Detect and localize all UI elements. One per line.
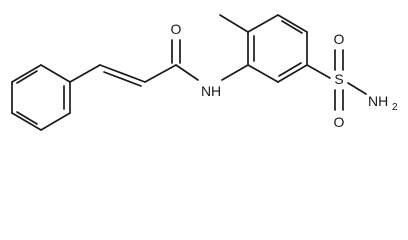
methyl-bond xyxy=(219,14,249,33)
sulfonamide-subscript-label: 2 xyxy=(392,102,398,113)
nitrogen-to-ring-bond xyxy=(221,64,249,81)
sulfur-to-nitrogen-bond xyxy=(347,82,367,95)
ring2-bond-6 xyxy=(247,64,279,83)
ring2-bond-5 xyxy=(277,64,308,83)
carbonyl-group: O xyxy=(171,21,182,64)
phenyl-bond-3 xyxy=(40,112,71,131)
ring2-double-bond-inner-3 xyxy=(278,62,302,77)
sulfonyl-oxygen-bottom-label: O xyxy=(334,114,345,130)
vinyl-linker xyxy=(69,64,177,87)
toluene-ring xyxy=(247,14,308,83)
phenyl-bond-6 xyxy=(11,64,42,83)
sulfur-label: S xyxy=(334,71,343,87)
ring-to-vinyl-bond xyxy=(69,64,101,83)
amide-hydrogen-label: H xyxy=(211,83,221,99)
sulfonamide-nitrogen-label: NH xyxy=(368,93,388,109)
vinyl-double-bond-outer xyxy=(99,64,146,83)
sulfonyl-oxygen-top-label: O xyxy=(334,31,345,47)
carbonyl-oxygen-label: O xyxy=(171,21,182,37)
sulfonamide-group: S O O NH 2 xyxy=(306,31,398,130)
ring2-bond-3 xyxy=(277,14,308,33)
ring-to-sulfur-bond xyxy=(306,64,331,79)
phenyl-double-bond-inner-2 xyxy=(16,111,38,125)
phenyl-ring xyxy=(11,64,71,131)
ring2-bond-2 xyxy=(247,14,279,33)
vinyl-double-bond-inner xyxy=(103,71,142,87)
vinyl-to-carbonyl-bond xyxy=(144,64,177,83)
amide-group: N H xyxy=(175,64,249,99)
carbonyl-to-nitrogen-bond xyxy=(175,64,199,81)
chemical-structure-diagram: O N H S O O NH 2 xyxy=(11,14,398,131)
phenyl-bond-1 xyxy=(40,64,71,83)
amide-nitrogen-label: N xyxy=(201,83,211,99)
ring2-double-bond-inner-2 xyxy=(281,20,303,34)
phenyl-bond-4 xyxy=(11,112,42,131)
phenyl-double-bond-inner-3 xyxy=(16,70,38,84)
